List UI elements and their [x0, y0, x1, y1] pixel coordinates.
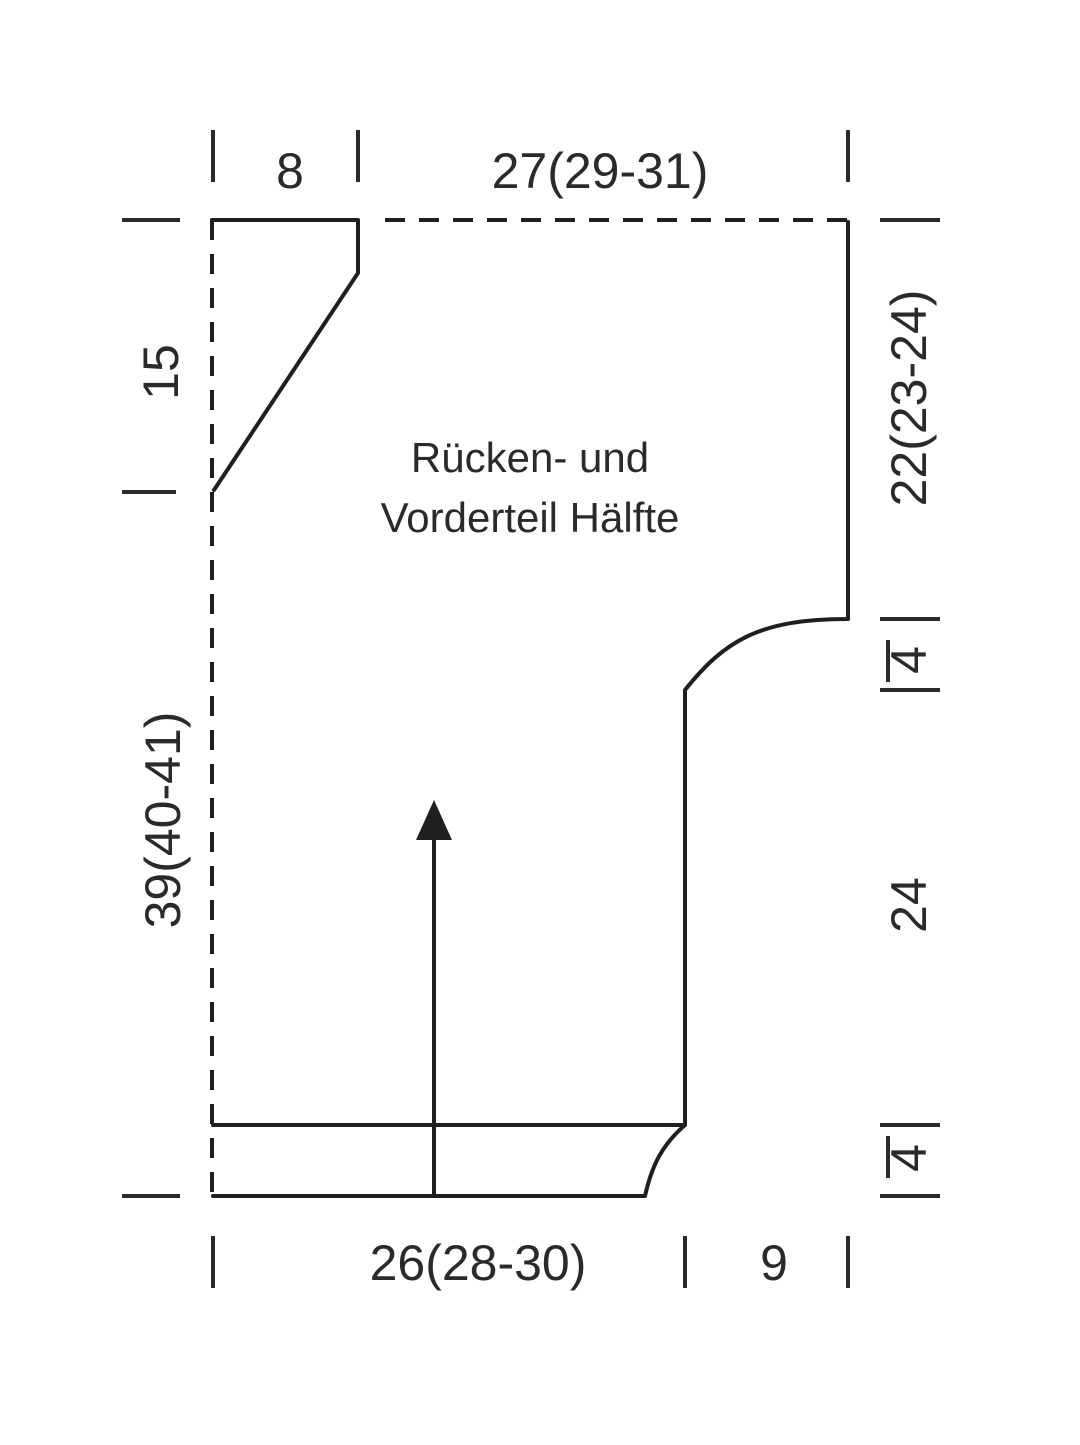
dim-bottom-left: 26(28-30) [370, 1235, 587, 1291]
dim-left-bottom: 39(40-41) [135, 712, 191, 929]
dim-right-24: 24 [881, 877, 937, 933]
dimension-ticks [122, 130, 940, 1288]
arrow-up-icon [416, 800, 452, 840]
dim-top-left: 8 [276, 143, 304, 199]
dim-right-4-upper: 4 [881, 646, 937, 674]
dim-bottom-right: 9 [760, 1235, 788, 1291]
dim-right-top: 22(23-24) [881, 290, 937, 507]
dim-right-4-lower: 4 [881, 1144, 937, 1172]
piece-label-line1: Rücken- und [411, 434, 649, 481]
dim-top-right: 27(29-31) [492, 143, 709, 199]
dim-left-top: 15 [133, 344, 189, 400]
piece-label-line2: Vorderteil Hälfte [381, 494, 680, 541]
garment-outline [210, 218, 850, 1198]
